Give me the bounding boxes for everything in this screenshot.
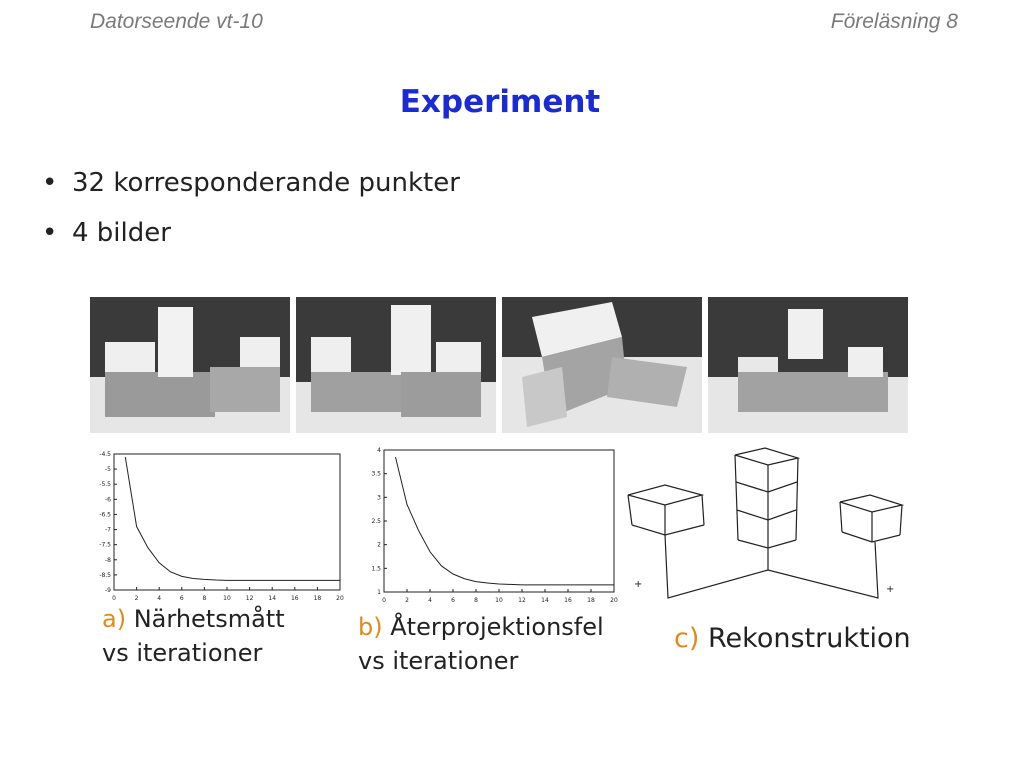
x-tick-label: 6 <box>180 595 184 602</box>
photo-view-1 <box>90 297 290 433</box>
svg-text:+: + <box>634 579 642 590</box>
x-tick-label: 16 <box>564 597 572 604</box>
reconstruction-wireframe: + + <box>627 447 905 599</box>
chart-proximity: 0 2 4 6 8 10 12 14 16 18 20 -4.5 -5 -5.5 -6 -6.5 -7 -7.5 -… <box>99 451 344 602</box>
chart-reprojection: 0 2 4 6 8 10 12 14 16 18 20 1 1.5 2 2.5 3 3.5 4 <box>371 447 618 604</box>
caption-text: Återprojektionsfel <box>390 613 604 641</box>
y-tick-label: 1 <box>377 589 381 596</box>
caption-text: vs iterationer <box>102 639 263 667</box>
x-tick-label: 0 <box>112 595 116 602</box>
y-tick-label: 4 <box>377 447 381 454</box>
x-tick-label: 12 <box>518 597 526 604</box>
bullet-item: 32 korresponderande punkter <box>42 158 460 208</box>
caption-letter: c) <box>674 623 700 654</box>
x-tick-label: 20 <box>336 595 344 602</box>
y-tick-label: -5 <box>105 466 111 473</box>
y-tick-label: 3 <box>377 494 381 501</box>
y-tick-label: -6.5 <box>99 511 111 518</box>
caption-a: a) Närhetsmått vs iterationer <box>102 602 285 670</box>
header-lecture: Föreläsning 8 <box>830 10 958 33</box>
x-tick-label: 2 <box>135 595 139 602</box>
y-tick-label: -7 <box>105 527 111 534</box>
caption-letter: a) <box>102 605 127 633</box>
x-tick-label: 10 <box>223 595 231 602</box>
y-tick-label: -8.5 <box>99 572 111 579</box>
plot-frame <box>383 449 615 593</box>
y-tick-label: -5.5 <box>99 481 111 488</box>
x-tick-label: 12 <box>246 595 254 602</box>
photo-view-3 <box>502 297 702 433</box>
photo-view-4 <box>708 297 908 433</box>
caption-text: vs iterationer <box>358 647 519 675</box>
plot-frame <box>113 453 341 591</box>
y-tick-label: -8 <box>105 557 111 564</box>
y-tick-label: 2.5 <box>371 518 381 525</box>
x-tick-label: 18 <box>314 595 322 602</box>
x-tick-label: 10 <box>495 597 503 604</box>
x-tick-label: 18 <box>587 597 595 604</box>
y-tick-label: -6 <box>105 496 111 503</box>
x-tick-label: 14 <box>541 597 549 604</box>
y-tick-label: -4.5 <box>99 451 111 458</box>
y-tick-label: -9 <box>105 587 111 594</box>
caption-text: Närhetsmått <box>133 605 285 633</box>
caption-text: Rekonstruktion <box>707 623 911 654</box>
slide-title: Experiment <box>399 84 601 120</box>
x-tick-label: 0 <box>382 597 386 604</box>
x-tick-label: 8 <box>474 597 478 604</box>
x-tick-label: 20 <box>610 597 618 604</box>
header-course: Datorseende vt-10 <box>90 10 263 33</box>
x-tick-label: 14 <box>268 595 276 602</box>
caption-c: c) Rekonstruktion <box>674 622 911 656</box>
series-line <box>395 456 614 586</box>
bullet-list: 32 korresponderande punkter 4 bilder <box>42 158 460 258</box>
bullet-item: 4 bilder <box>42 208 460 258</box>
caption-letter: b) <box>358 613 383 641</box>
x-tick-label: 16 <box>291 595 299 602</box>
photo-view-2 <box>296 297 496 433</box>
series-line <box>124 456 340 581</box>
y-tick-label: 3.5 <box>371 471 381 478</box>
x-tick-label: 8 <box>202 595 206 602</box>
y-tick-label: -7.5 <box>99 542 111 549</box>
svg-text:+: + <box>886 584 894 595</box>
x-tick-label: 4 <box>428 597 432 604</box>
y-tick-label: 1.5 <box>371 565 381 572</box>
x-tick-label: 6 <box>451 597 455 604</box>
x-tick-label: 2 <box>405 597 409 604</box>
caption-b: b) Återprojektionsfel vs iterationer <box>358 610 604 678</box>
x-tick-label: 4 <box>157 595 161 602</box>
y-tick-label: 2 <box>377 542 381 549</box>
